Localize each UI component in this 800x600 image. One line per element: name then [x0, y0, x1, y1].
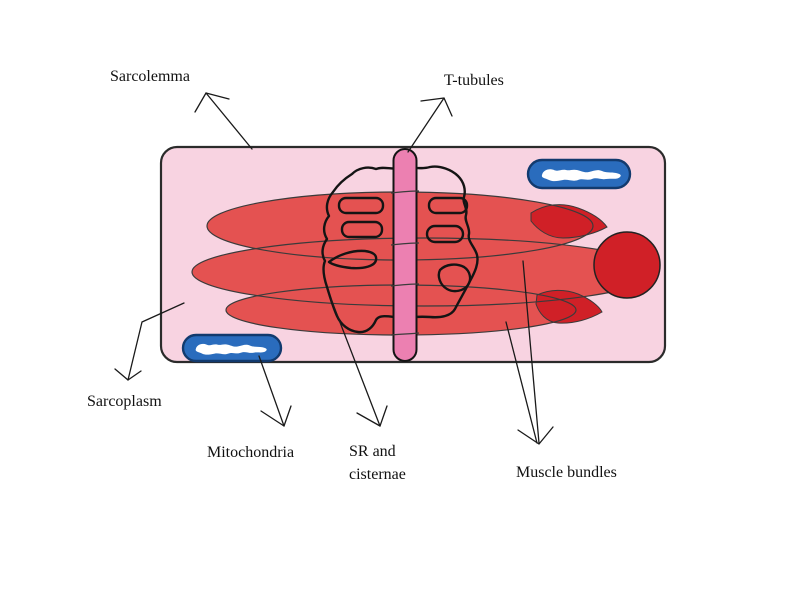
- sr-outline: [321, 165, 479, 334]
- sr-cisterna-loop-left-2: [340, 220, 384, 239]
- sr-cisternae-label-line2: cisternae: [349, 466, 406, 483]
- sr-cisterna-loop-right-3: [437, 263, 472, 293]
- sr-cisternae-arrow: [330, 298, 388, 427]
- mitochondrion-top-right: [526, 158, 632, 190]
- t-tubule-bar: [392, 148, 418, 362]
- sr-cisterna-loop-left-3: [327, 249, 378, 270]
- muscle-bundles-arrow: [505, 260, 554, 445]
- mitochondrion-bottom-left: [181, 333, 283, 363]
- sarcoplasm-label: Sarcoplasm: [87, 393, 162, 410]
- sarcolemma-arrow: [194, 92, 253, 150]
- sr-cisterna-loop-right-1: [427, 196, 469, 215]
- sr-cisterna-loop-left-1: [337, 196, 385, 215]
- sarcolemma-label: Sarcolemma: [110, 68, 190, 85]
- mitochondrion-cristae: [195, 343, 267, 355]
- sr-cisterna-loop-right-2: [425, 224, 465, 244]
- mitochondrion-cristae: [541, 169, 621, 182]
- bundle-end-circle: [593, 231, 661, 299]
- bundle-end-tip-top: [530, 204, 608, 239]
- sarcoplasm-arrow: [114, 302, 185, 381]
- sr-cisternae-label: SR and cisternae: [349, 440, 406, 486]
- t-tubules-label: T-tubules: [444, 72, 504, 89]
- mitochondria-arrow: [258, 355, 292, 427]
- t-tubules-arrow: [407, 97, 453, 153]
- muscle-bundles-label: Muscle bundles: [516, 464, 617, 481]
- mitochondria-label: Mitochondria: [207, 444, 295, 461]
- bundle-arcs-over-tubule: [390, 190, 420, 336]
- sr-cisternae-label-line1: SR and: [349, 443, 396, 460]
- bundle-end-tip-bottom: [535, 289, 603, 324]
